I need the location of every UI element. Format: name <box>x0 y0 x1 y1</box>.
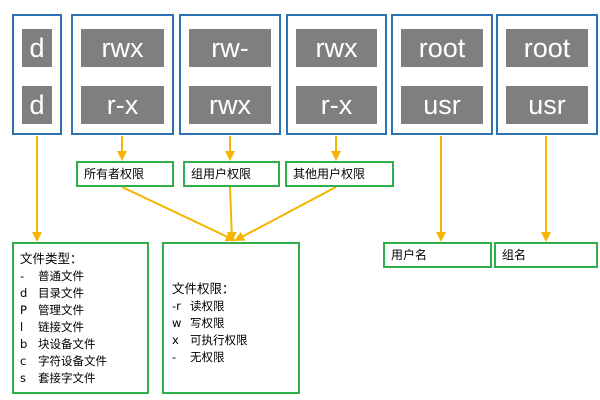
file-type-desc: 字符设备文件 <box>38 354 107 368</box>
file-permission-title: 文件权限： <box>172 281 235 296</box>
file-type-key: P <box>20 303 27 317</box>
file-type-key: s <box>20 371 26 385</box>
column-group: rw- rwx <box>179 14 281 135</box>
file-permission-desc: 读权限 <box>190 299 225 313</box>
column-groupname: root usr <box>496 14 598 135</box>
file-permission-key: -r <box>172 299 181 313</box>
file-type-box: 文件类型： -普通文件 d 目录文件 P 管理文件 l 链接文件 b 块设备文件 c 字符… <box>12 242 149 394</box>
file-type-desc: 管理文件 <box>38 303 84 317</box>
arrow-owner-to-perm <box>121 186 236 242</box>
file-permission-desc: 写权限 <box>190 316 225 330</box>
file-permission-item: -无权限 <box>172 349 298 366</box>
cell-grp-1: root <box>506 29 588 67</box>
label-other-permission: 其他用户权限 <box>285 161 394 187</box>
cell-owner-1: rwx <box>81 29 164 67</box>
file-permission-item: -r 读权限 <box>172 298 298 315</box>
file-permission-desc: 无权限 <box>190 350 225 364</box>
file-type-desc: 链接文件 <box>38 320 84 334</box>
cell-group-2: rwx <box>189 86 271 124</box>
file-type-item: c 字符设备文件 <box>20 353 147 370</box>
cell-grp-2: usr <box>506 86 588 124</box>
file-type-key: d <box>20 286 28 300</box>
column-username: root usr <box>391 14 493 135</box>
file-type-desc: 套接字文件 <box>38 371 96 385</box>
file-permission-desc: 可执行权限 <box>190 333 248 347</box>
file-permission-key: x <box>172 333 179 347</box>
file-type-item: l 链接文件 <box>20 319 147 336</box>
cell-type-1: d <box>22 29 52 67</box>
column-owner: rwx r-x <box>71 14 174 135</box>
cell-other-2: r-x <box>296 86 377 124</box>
cell-group-1: rw- <box>189 29 271 67</box>
file-type-item: P 管理文件 <box>20 302 147 319</box>
file-permission-key: - <box>172 350 177 364</box>
file-type-desc: 普通文件 <box>38 269 84 283</box>
file-type-title: 文件类型： <box>20 251 83 266</box>
label-owner-permission: 所有者权限 <box>76 161 174 187</box>
file-permission-key: w <box>172 316 182 330</box>
file-type-list: -普通文件 d 目录文件 P 管理文件 l 链接文件 b 块设备文件 c 字符设备文件 s… <box>20 268 147 387</box>
label-group-permission: 组用户权限 <box>183 161 280 187</box>
file-permission-box: 文件权限： -r 读权限 w 写权限 x 可执行权限 -无权限 <box>162 242 300 394</box>
cell-other-1: rwx <box>296 29 377 67</box>
file-type-item: d 目录文件 <box>20 285 147 302</box>
file-type-item: s 套接字文件 <box>20 370 147 387</box>
file-permission-list: -r 读权限 w 写权限 x 可执行权限 -无权限 <box>172 298 298 366</box>
column-type: d d <box>12 14 62 135</box>
file-type-item: b 块设备文件 <box>20 336 147 353</box>
file-type-desc: 目录文件 <box>38 286 84 300</box>
column-other: rwx r-x <box>286 14 387 135</box>
file-type-desc: 块设备文件 <box>38 337 96 351</box>
file-permission-item: x 可执行权限 <box>172 332 298 349</box>
file-type-key: - <box>20 269 25 283</box>
cell-type-2: d <box>22 86 52 124</box>
file-type-item: -普通文件 <box>20 268 147 285</box>
file-type-key: c <box>20 354 27 368</box>
file-permission-item: w 写权限 <box>172 315 298 332</box>
cell-user-1: root <box>401 29 483 67</box>
label-username: 用户名 <box>383 242 492 268</box>
file-type-key: b <box>20 337 28 351</box>
arrow-other-to-perm <box>234 186 337 241</box>
file-type-key: l <box>20 320 24 334</box>
cell-user-2: usr <box>401 86 483 124</box>
cell-owner-2: r-x <box>81 86 164 124</box>
label-groupname: 组名 <box>494 242 598 268</box>
arrow-group-to-perm <box>226 186 237 242</box>
